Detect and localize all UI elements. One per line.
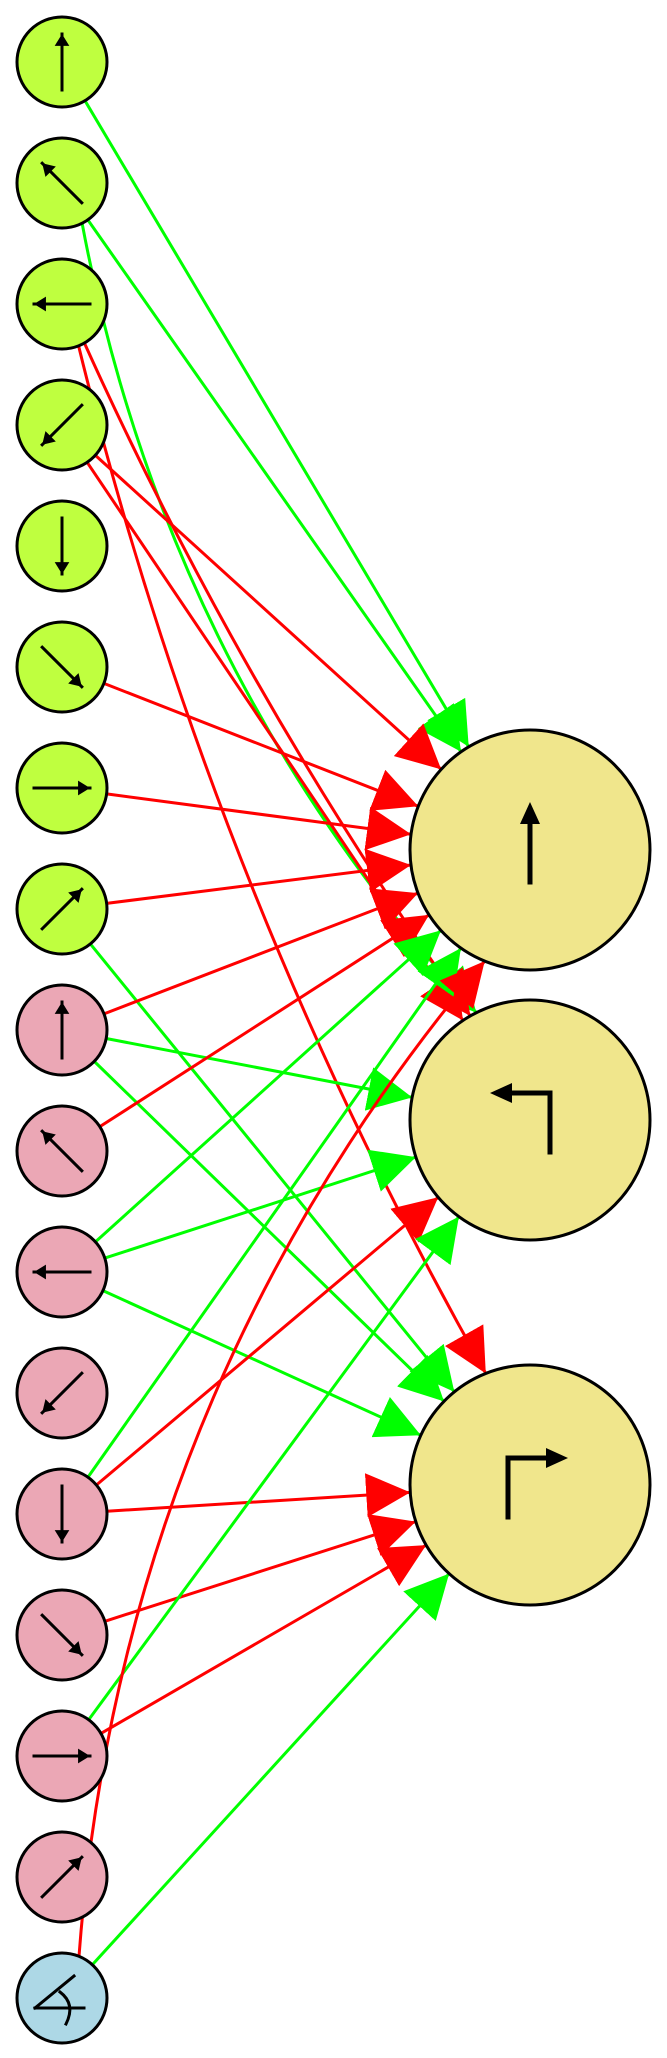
input-node-g2 — [15, 257, 109, 351]
arrow-up-icon — [54, 1000, 70, 1060]
edge-p0-o1 — [105, 1037, 413, 1111]
edge-p4-o2 — [106, 1473, 411, 1518]
edge-p2-o2 — [102, 1289, 422, 1438]
arrow-left-icon — [32, 1264, 92, 1280]
edges-layer — [77, 99, 488, 1966]
input-node-p6 — [15, 1709, 109, 1803]
edge-p6-o2 — [100, 1543, 427, 1735]
edge-g3-o1 — [85, 461, 465, 1022]
input-node-g3 — [15, 378, 109, 472]
edge-p1-o0 — [99, 913, 430, 1128]
arrow-right-icon — [32, 780, 92, 796]
arrow-up-right-icon — [40, 1855, 84, 1899]
edge-p2-o0 — [94, 929, 442, 1243]
input-node-g5 — [15, 620, 109, 714]
input-node-p0 — [15, 983, 109, 1077]
edge-b0-o2 — [91, 1572, 451, 1966]
turn-right-icon — [505, 1448, 568, 1520]
edge-p4-o1 — [95, 1196, 440, 1487]
input-node-g6 — [15, 741, 109, 835]
input-node-p2 — [15, 1225, 109, 1319]
straight-up-icon — [520, 802, 540, 885]
node-circle — [408, 998, 652, 1242]
arrow-down-right-icon — [40, 645, 84, 689]
edge-g2-o1 — [83, 342, 472, 1017]
input-node-p7 — [15, 1830, 109, 1924]
input-node-p4 — [15, 1467, 109, 1561]
edge-b0-o0 — [77, 960, 486, 1957]
input-node-p5 — [15, 1588, 109, 1682]
output-node-o2 — [408, 1363, 652, 1607]
edge-p4-o0 — [86, 947, 463, 1479]
edge-p5-o2 — [104, 1514, 417, 1623]
edge-g3-o0 — [94, 454, 443, 771]
arrow-up-right-icon — [40, 887, 84, 931]
input-node-b0 — [15, 1951, 109, 2045]
edge-g0-o0 — [83, 99, 471, 748]
arrow-left-icon — [32, 296, 92, 312]
arrow-down-left-icon — [40, 1371, 84, 1415]
node-circle — [408, 1363, 652, 1607]
input-node-p3 — [15, 1346, 109, 1440]
input-node-g7 — [15, 862, 109, 956]
output-node-o0 — [408, 728, 652, 972]
edge-g7-o2 — [89, 942, 456, 1393]
edge-p2-o1 — [104, 1149, 417, 1260]
edge-g5-o0 — [103, 681, 419, 811]
node-circle — [15, 1951, 109, 2045]
edge-g7-o0 — [106, 848, 412, 905]
edge-p0-o0 — [103, 888, 419, 1016]
edge-g6-o0 — [106, 792, 412, 851]
output-node-o1 — [408, 998, 652, 1242]
edge-p0-o2 — [93, 1060, 446, 1403]
arrow-down-icon — [54, 516, 70, 576]
arrow-up-left-icon — [40, 1129, 84, 1173]
arrow-down-icon — [54, 1484, 70, 1544]
arrow-down-right-icon — [40, 1613, 84, 1657]
angle-icon — [32, 1973, 86, 2027]
arrow-up-left-icon — [40, 161, 84, 205]
nodes-layer — [15, 15, 652, 2045]
edge-g1-o0 — [86, 218, 463, 753]
arrow-down-left-icon — [40, 403, 84, 447]
turn-left-icon — [490, 1083, 553, 1155]
input-node-g1 — [15, 136, 109, 230]
input-node-p1 — [15, 1104, 109, 1198]
input-node-g4 — [15, 499, 109, 593]
arrow-up-icon — [54, 32, 70, 92]
edge-p6-o1 — [87, 1215, 461, 1721]
arrow-right-icon — [32, 1748, 92, 1764]
input-node-g0 — [15, 15, 109, 109]
